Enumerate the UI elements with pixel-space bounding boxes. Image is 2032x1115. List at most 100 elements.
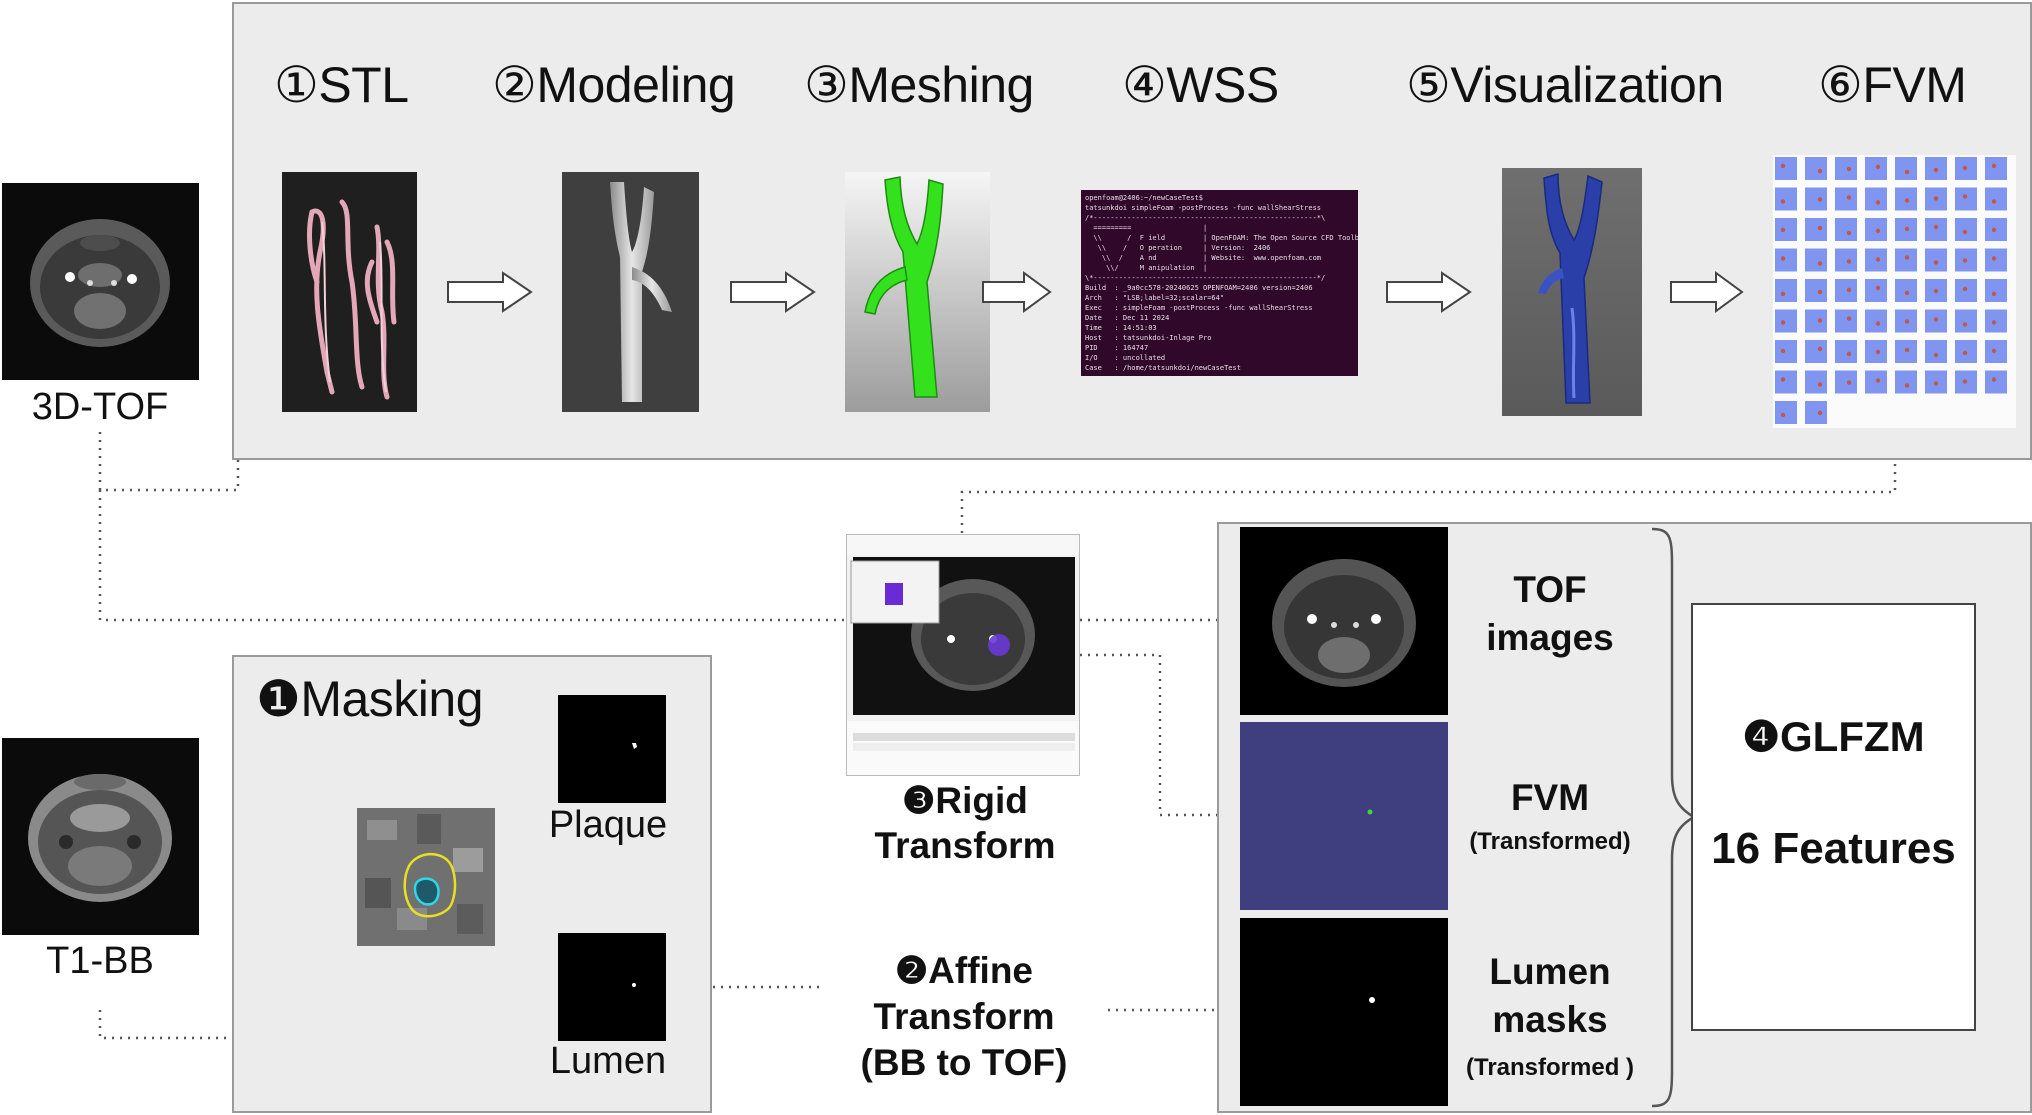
fvm-tile-mark: [1817, 261, 1823, 266]
fvm-tile: [1835, 370, 1857, 394]
fvm-tile-mark: [1933, 224, 1939, 230]
fvm-tile: [1895, 248, 1917, 272]
glfzm-box: [1691, 603, 1976, 1031]
fvm-tile: [1775, 340, 1797, 363]
fvm-tile-mark: [1875, 285, 1881, 291]
fvm-tile: [1805, 279, 1827, 302]
fvm-tile-mark: [1904, 290, 1910, 296]
fvm-tile-mark: [1991, 256, 1997, 261]
fvm-tile: [1895, 157, 1917, 180]
fvm-tile-mark: [1991, 377, 1997, 382]
fvm-tile: [1835, 340, 1857, 363]
arrow-icon: [447, 271, 533, 313]
lumen-label: Lumen: [549, 1040, 667, 1082]
fvm-tile: [1835, 248, 1857, 272]
fvm-tile-mark: [1962, 322, 1968, 327]
registration-gui-screenshot: [846, 534, 1080, 776]
fvm-tile-mark: [1933, 167, 1939, 173]
fvm-tile: [1865, 279, 1887, 302]
fvm-tile-mark: [1904, 255, 1910, 260]
fvm-tile: [1985, 157, 2007, 180]
fvm-tile-mark: [1817, 382, 1823, 387]
fvm-tile-mark: [1991, 348, 1997, 354]
fvm-tile-mark: [1904, 226, 1910, 232]
fvm-tile-mark: [1875, 228, 1881, 234]
fvm-tile-mark: [1962, 194, 1968, 199]
plaque-mask-image: [558, 695, 666, 803]
fvm-tile-mark: [1846, 316, 1852, 321]
fvm-tile: [1805, 248, 1827, 272]
fvm-tile-mark: [1991, 199, 1997, 204]
fvm-tile-mark: [1780, 291, 1786, 297]
fvm-tile-mark: [1846, 259, 1852, 264]
fvm-tile-mark: [1875, 257, 1881, 262]
fvm-tile-mark: [1817, 346, 1823, 352]
fvm-tile: [1955, 309, 1977, 333]
fvm-transformed-label: FVM (Transformed): [1469, 777, 1631, 855]
fvm-tile: [1925, 340, 1947, 363]
tof-input-image: [2, 183, 199, 380]
fvm-tile: [1805, 187, 1827, 211]
tof-images-label: TOF images: [1486, 569, 1614, 658]
fvm-tile: [1805, 218, 1827, 241]
tof-input-label: 3D-TOF: [31, 386, 169, 428]
fvm-tile-mark: [1817, 168, 1823, 174]
arrow-icon: [1386, 271, 1472, 313]
fvm-tile-mark: [1933, 196, 1939, 201]
fvm-tile: [1925, 248, 1947, 272]
step-title-wss: ④WSS: [1122, 57, 1279, 113]
fvm-tile: [1775, 370, 1797, 394]
fvm-tile: [1805, 370, 1827, 394]
fvm-tile-mark: [1846, 380, 1852, 385]
fvm-tile-mark: [1933, 317, 1939, 322]
fvm-tile: [1955, 218, 1977, 241]
fvm-tile-mark: [1817, 289, 1823, 295]
fvm-tile: [1775, 279, 1797, 302]
fvm-tile: [1835, 187, 1857, 211]
fvm-tile-mark: [1875, 378, 1881, 383]
fvm-tile: [1835, 279, 1857, 302]
step-title-visualization: ⑤Visualization: [1406, 57, 1724, 113]
fvm-tile: [1775, 157, 1797, 180]
lumen-masks-label: Lumen masks (Transformed ): [1465, 951, 1635, 1081]
lumen-mask-image: [558, 933, 666, 1041]
arrow-icon: [730, 271, 816, 313]
fvm-tile: [1985, 187, 2007, 211]
fvm-tile-mark: [1962, 229, 1968, 235]
stl-image: [282, 172, 417, 412]
fvm-tile-mark: [1780, 256, 1786, 261]
step-title-stl: ①STL: [274, 57, 409, 113]
glfzm-title: ❹GLFZM: [1742, 713, 1925, 760]
meshing-image: [845, 172, 990, 412]
fvm-tile: [1835, 309, 1857, 333]
fvm-tile-mark: [1780, 227, 1786, 233]
fvm-tile-mark: [1962, 350, 1968, 356]
fvm-tile: [1985, 309, 2007, 333]
fvm-tile-mark: [1846, 166, 1852, 172]
fvm-tile-mark: [1846, 287, 1852, 293]
fvm-tile-mark: [1817, 410, 1823, 416]
arrow-icon: [982, 271, 1052, 313]
fvm-tile-mark: [1962, 258, 1968, 263]
fvm-tile: [1985, 370, 2007, 394]
fvm-tile: [1835, 218, 1857, 241]
fvm-tile-mark: [1991, 163, 1997, 169]
fvm-tile-mark: [1780, 199, 1786, 204]
fvm-tile-mark: [1991, 291, 1997, 297]
step-title-meshing: ③Meshing: [804, 57, 1034, 113]
fvm-tile-mark: [1904, 347, 1910, 353]
fvm-tile: [1835, 157, 1857, 180]
fvm-tile-mark: [1933, 381, 1939, 386]
fvm-tile: [1895, 370, 1917, 394]
fvm-tile-mark: [1933, 352, 1939, 358]
fvm-tile-mark: [1904, 198, 1910, 203]
fvm-tile: [1805, 401, 1827, 424]
fvm-tile-mark: [1780, 412, 1786, 418]
fvm-tile-mark: [1780, 377, 1786, 382]
fvm-tile: [1955, 187, 1977, 211]
fvm-tile-mark: [1875, 164, 1881, 170]
fvm-tile: [1985, 279, 2007, 302]
bb-input-label: T1-BB: [46, 940, 154, 982]
fvm-tile-mark: [1780, 163, 1786, 169]
fvm-tile-mark: [1875, 321, 1881, 326]
